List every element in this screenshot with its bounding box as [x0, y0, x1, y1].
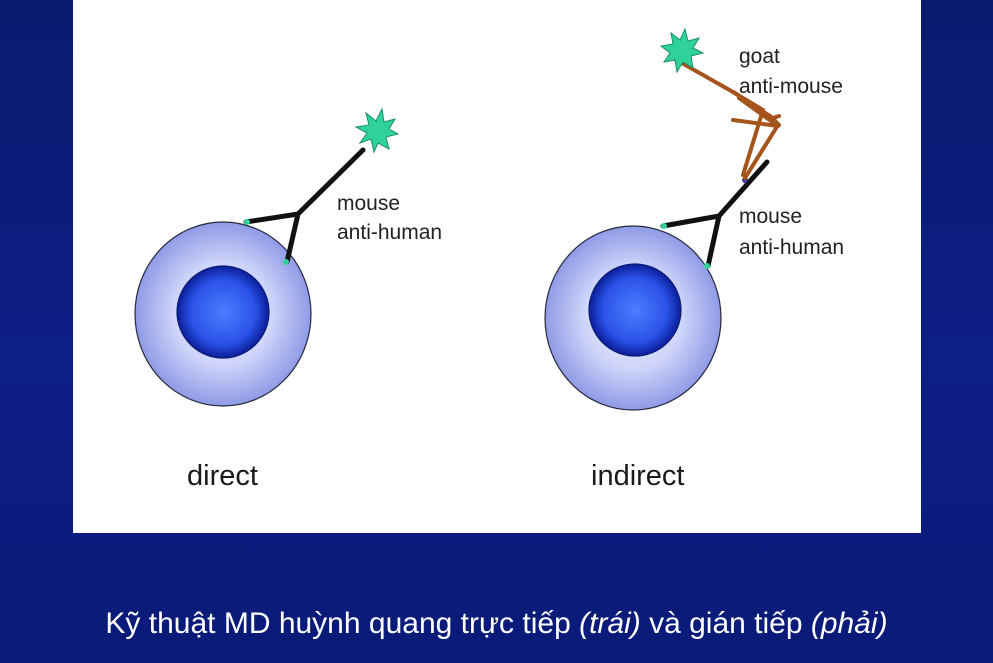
diagram-panel: mouse anti-human direct goat anti-mouse … [73, 0, 921, 533]
indirect-nucleus [588, 263, 682, 357]
indirect-primary-antibody [660, 159, 770, 269]
direct-epitope-dot [244, 219, 250, 225]
slide-caption: Kỹ thuật MD huỳnh quang trực tiếp (trái)… [0, 607, 993, 641]
indirect-secondary-label-line2: anti-mouse [739, 75, 843, 98]
direct-nucleus [176, 265, 270, 359]
indirect-secondary-arm [731, 118, 780, 128]
indirect-antibody-label-line1: mouse [739, 205, 803, 228]
indirect-epitope-dot [704, 263, 710, 269]
direct-cell [134, 221, 312, 407]
indirect-title: indirect [591, 460, 685, 492]
indirect-cell [544, 225, 722, 411]
direct-antibody-label-line1: mouse [337, 192, 401, 215]
diagram-svg [134, 27, 781, 411]
indirect-epitope-dot [661, 223, 667, 229]
caption-left-note: (trái) [579, 607, 641, 640]
direct-title: direct [187, 460, 258, 492]
direct-antibody-label-line2: anti-human [337, 221, 443, 244]
direct-primary-antibody [243, 147, 366, 265]
caption-part1: Kỹ thuật MD huỳnh quang trực tiếp [105, 607, 580, 640]
caption-part2: và gián tiếp [640, 607, 811, 640]
direct-epitope-dot [283, 259, 289, 265]
caption-right-note: (phải) [810, 607, 888, 640]
indirect-secondary-label-line1: goat [739, 45, 780, 68]
indirect-antibody-label-line2: anti-human [739, 236, 845, 259]
direct-fluorophore-icon [354, 107, 400, 154]
indirect-fluorophore-icon [659, 27, 705, 74]
